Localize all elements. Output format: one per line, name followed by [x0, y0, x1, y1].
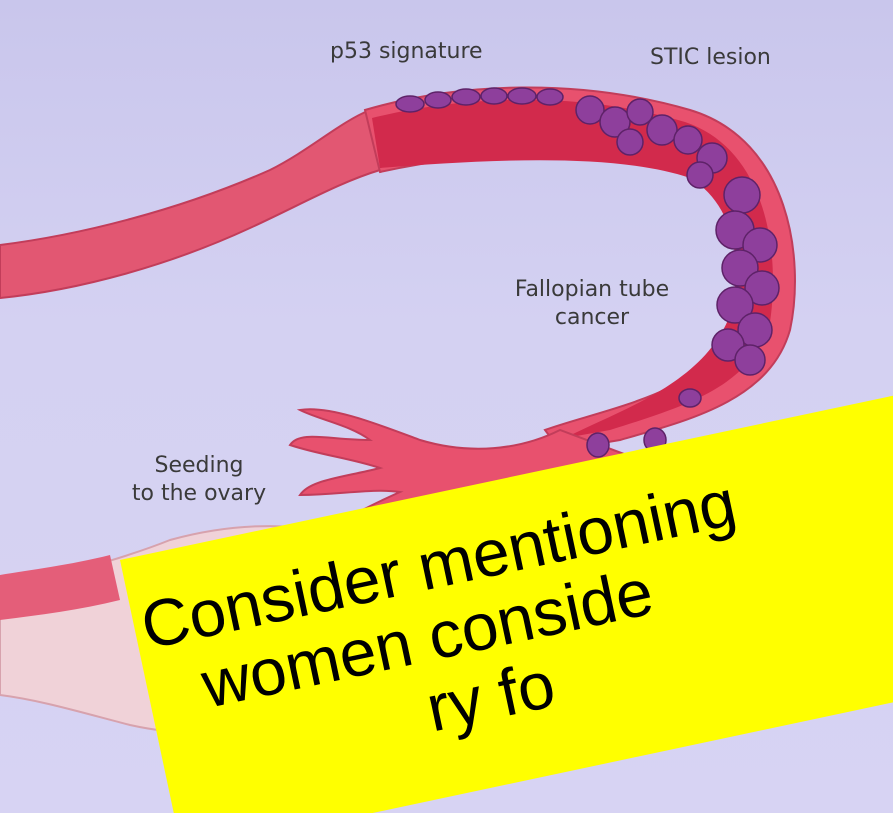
seeding-label-line-1: Seeding [84, 452, 314, 480]
p53-signature-label: p53 signature [330, 38, 483, 66]
fallopian-tube-cancer-label: Fallopian tube cancer [484, 276, 700, 332]
fallopian-label-line-1: Fallopian tube [484, 276, 700, 304]
seeding-label: Seeding to the ovary [84, 452, 314, 508]
fallopian-tube-isthmus [0, 110, 380, 298]
stic-lesion-label: STIC lesion [650, 44, 771, 72]
fallopian-label-line-2: cancer [484, 304, 700, 332]
seeding-label-line-2: to the ovary [84, 480, 314, 508]
